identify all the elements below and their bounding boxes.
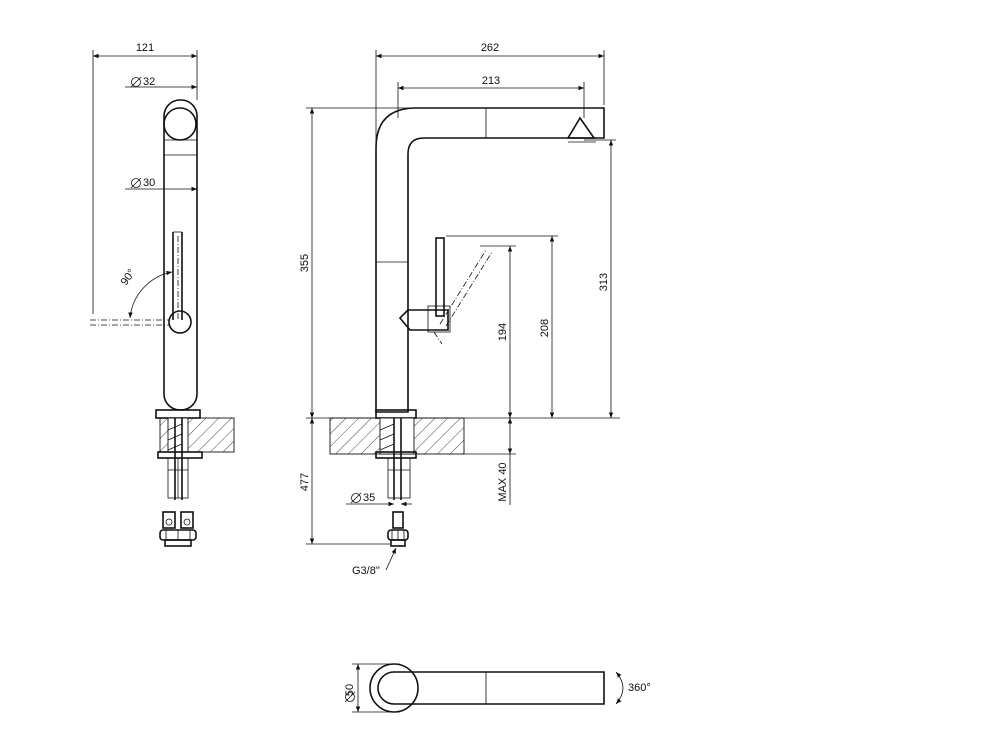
dim-front-handle-height: 194 bbox=[497, 323, 509, 341]
dim-front-below-counter: 477 bbox=[299, 473, 311, 491]
dim-front-connection: G3/8" bbox=[352, 565, 380, 577]
front-lever bbox=[435, 237, 445, 317]
dim-front-diam-base: 35 bbox=[363, 492, 375, 504]
front-faucet-body bbox=[375, 107, 605, 413]
dim-top-rotation: 360° bbox=[628, 682, 651, 694]
front-connector bbox=[387, 511, 409, 547]
rotation-arrow-icon bbox=[615, 671, 624, 705]
front-view: 262 213 355 313 208 194 bbox=[299, 42, 620, 577]
top-base-outer bbox=[369, 663, 419, 713]
side-body bbox=[163, 99, 198, 411]
diameter-symbol-icon bbox=[131, 77, 141, 87]
top-view: 50 360° bbox=[344, 663, 651, 713]
top-spout bbox=[377, 671, 605, 705]
side-lever-pivot bbox=[168, 310, 192, 334]
dim-side-width: 121 bbox=[136, 42, 154, 54]
dim-top-diam-base: 50 bbox=[344, 684, 356, 696]
dim-side-angle: 90° bbox=[119, 267, 138, 288]
dim-side-diam-top: 32 bbox=[143, 76, 155, 88]
spout-head bbox=[566, 116, 596, 139]
dim-front-lever-height: 208 bbox=[539, 319, 551, 337]
dim-front-max-thickness: MAX 40 bbox=[497, 462, 509, 501]
dim-front-spout-reach: 213 bbox=[482, 75, 500, 87]
side-fittings bbox=[159, 511, 197, 547]
dim-front-width-total: 262 bbox=[481, 42, 499, 54]
angle-arc bbox=[128, 270, 173, 319]
side-view: 121 32 30 90° bbox=[90, 42, 235, 547]
dim-front-spout-height: 313 bbox=[598, 273, 610, 291]
dim-side-diam-body: 30 bbox=[143, 177, 155, 189]
dim-front-height-total: 355 bbox=[299, 254, 311, 272]
side-head bbox=[163, 107, 197, 141]
